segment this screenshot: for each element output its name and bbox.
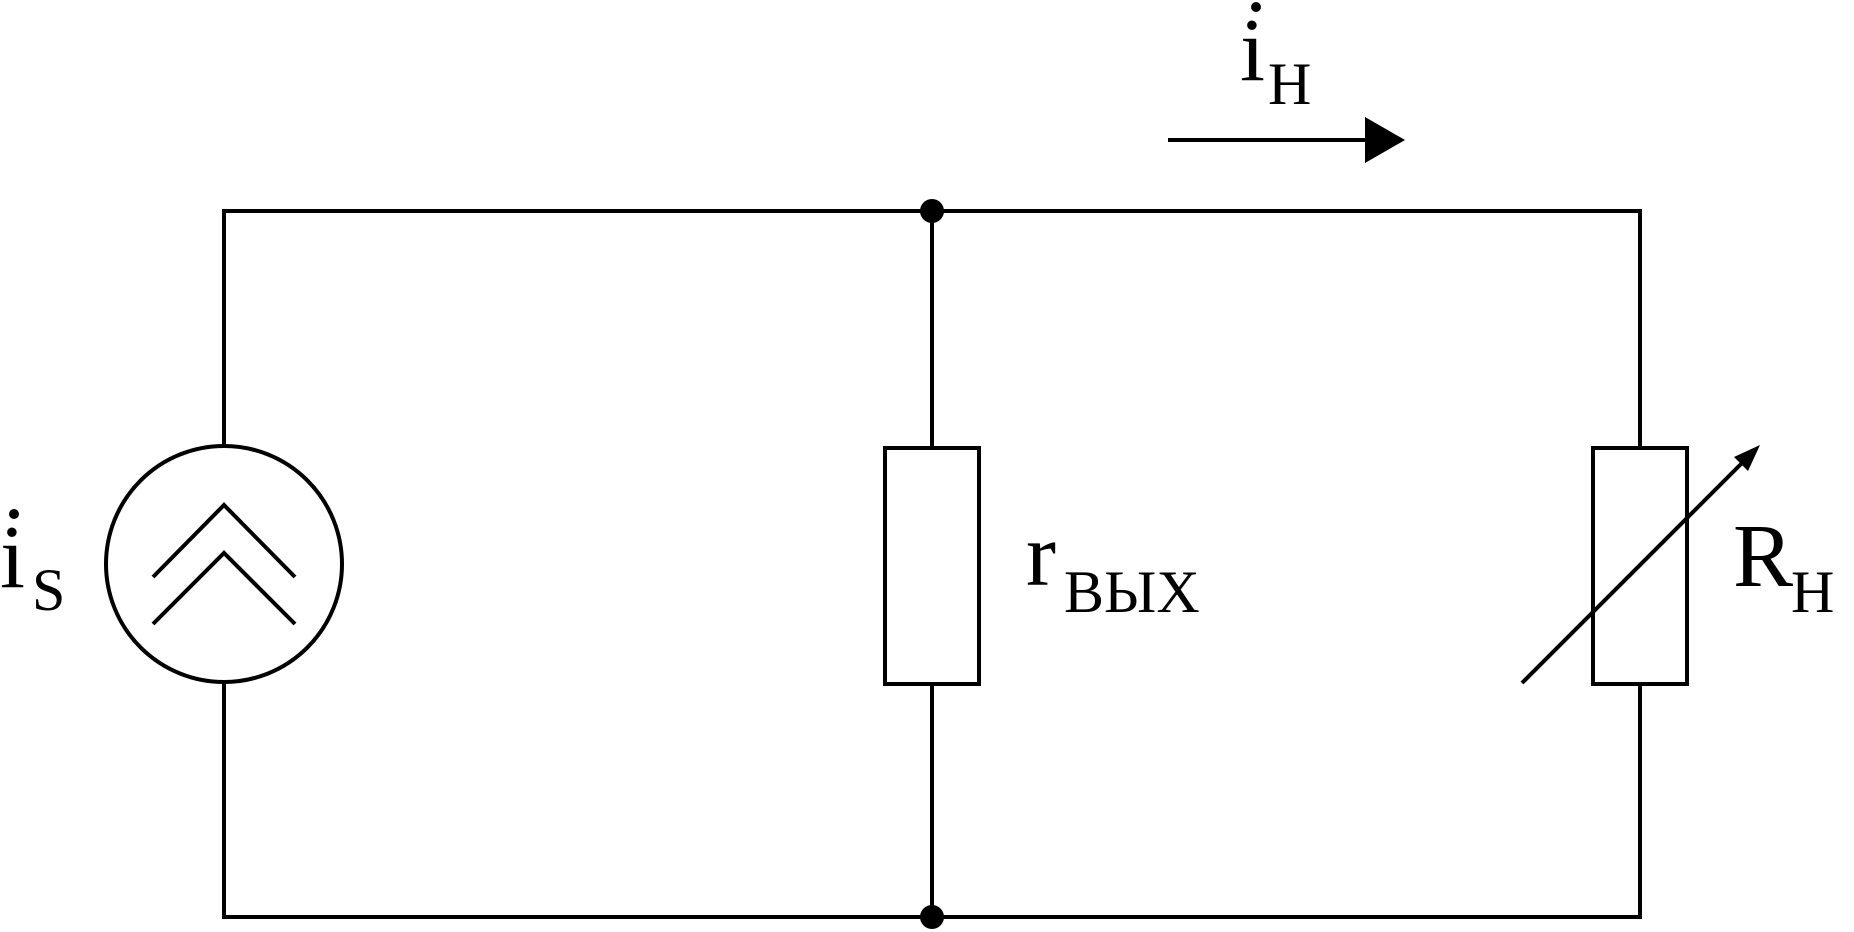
current-source-circle xyxy=(104,444,344,684)
label-output-resistance: r ВЫХ xyxy=(1026,506,1200,625)
wires xyxy=(222,209,1642,919)
load-current-dot xyxy=(1251,2,1261,12)
variable-arrow-head xyxy=(1734,445,1760,471)
load-resistor xyxy=(1591,446,1689,686)
source-current-subscript: S xyxy=(32,557,65,623)
load-resistor-symbol xyxy=(1520,445,1760,686)
label-source-current: i S xyxy=(0,508,65,623)
label-load-current: i Н xyxy=(1240,1,1311,117)
junction-bottom xyxy=(920,905,944,929)
output-resistance-subscript: ВЫХ xyxy=(1064,559,1200,625)
load-current-arrow xyxy=(1168,117,1405,163)
load-resistance-subscript: Н xyxy=(1791,559,1834,625)
load-current-subscript: Н xyxy=(1268,51,1311,117)
current-source-arrow-upper xyxy=(151,502,297,579)
current-source-arrow-lower xyxy=(151,550,297,626)
junction-top xyxy=(920,199,944,223)
output-resistance-symbol: r xyxy=(1026,506,1056,605)
source-current-dot xyxy=(9,509,19,519)
variable-arrow-shaft xyxy=(1520,455,1750,685)
source-current-symbol: i xyxy=(0,508,25,607)
load-resistance-symbol: R xyxy=(1733,507,1793,606)
load-current-symbol: i xyxy=(1240,1,1265,100)
load-current-arrow-head xyxy=(1365,117,1405,163)
label-load-resistance: R Н xyxy=(1733,507,1834,625)
output-resistor xyxy=(883,446,981,686)
current-source-symbol xyxy=(104,444,344,684)
